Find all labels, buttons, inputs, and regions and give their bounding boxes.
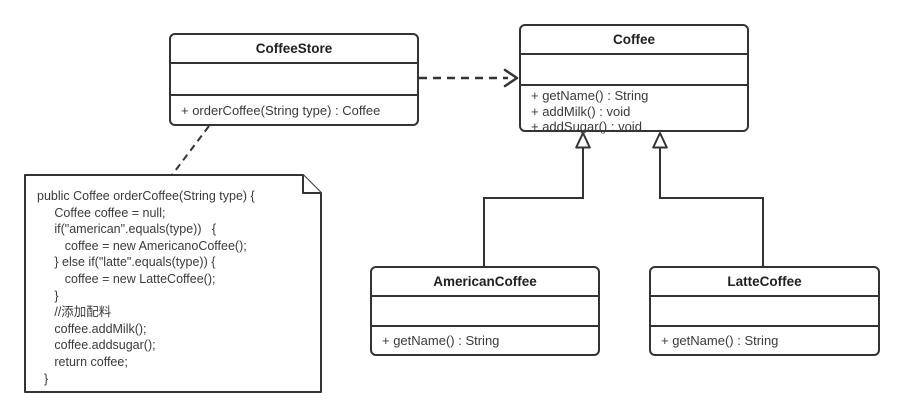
class-americancoffee-attributes [372, 297, 598, 327]
class-coffeestore-attributes [171, 64, 417, 96]
class-coffeestore-methods: + orderCoffee(String type) : Coffee [171, 96, 417, 124]
class-lattecoffee-methods: + getName() : String [651, 327, 878, 354]
hollow-triangle-arrowhead-icon [575, 132, 591, 149]
dependency-open-arrowhead-icon [503, 68, 519, 88]
class-coffeestore: CoffeeStore + orderCoffee(String type) :… [169, 33, 419, 126]
note-anchor-line [171, 125, 210, 176]
class-coffee-name: Coffee [521, 26, 747, 55]
hollow-triangle-arrowhead-icon [652, 132, 668, 149]
method-label: + addSugar() : void [531, 119, 642, 134]
method-label: + addMilk() : void [531, 103, 631, 119]
method-label: + getName() : String [382, 333, 500, 348]
generalization-line-latte [659, 147, 764, 266]
method-label: + getName() : String [531, 88, 649, 103]
method-label: + getName() : String [661, 333, 779, 348]
code-note: public Coffee orderCoffee(String type) {… [37, 189, 255, 386]
class-coffeestore-name: CoffeeStore [171, 35, 417, 64]
class-lattecoffee: LatteCoffee + getName() : String [649, 266, 880, 356]
class-lattecoffee-name: LatteCoffee [651, 268, 878, 297]
class-americancoffee-methods: + getName() : String [372, 327, 598, 354]
method-label: + orderCoffee(String type) : Coffee [181, 102, 381, 118]
class-coffee: Coffee + getName() : String + addMilk() … [519, 24, 749, 135]
class-coffee-methods: + getName() : String + addMilk() : void … [521, 86, 747, 135]
class-americancoffee-name: AmericanCoffee [372, 268, 598, 297]
class-lattecoffee-attributes [651, 297, 878, 327]
generalization-line-american [483, 147, 584, 266]
class-americancoffee: AmericanCoffee + getName() : String [370, 266, 600, 356]
class-coffee-attributes [521, 55, 747, 86]
